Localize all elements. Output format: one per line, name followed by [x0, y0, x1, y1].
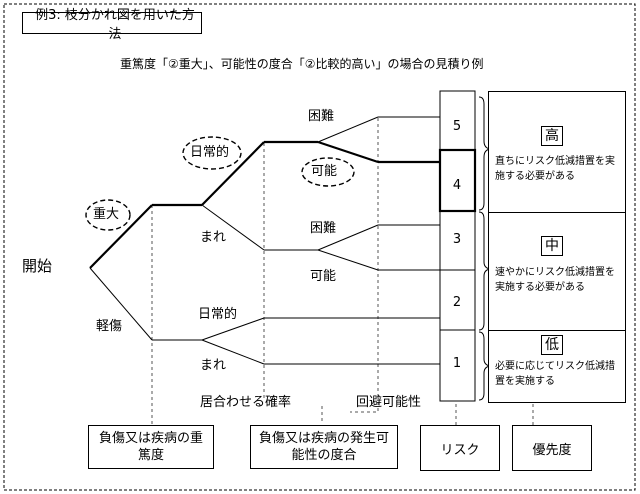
avoidability-label: 回避可能性 [356, 395, 422, 410]
example-title: 例3: 枝分かれ図を用いた方法 [35, 8, 195, 42]
priority-box: 優先度 [512, 425, 592, 471]
risk-level-3: 3 [452, 232, 462, 247]
priority-medium-box: 中 速やかにリスク低減措置を実施する必要がある [488, 212, 626, 332]
avoid-possible-label: 可能 [311, 164, 338, 179]
severity-box: 負傷又は疾病の重篤度 [88, 425, 214, 469]
priority-low-level: 低 [541, 335, 563, 355]
priority-high-description: 直ちにリスク低減措置を実施する必要がある [495, 156, 615, 182]
priority-box-label: 優先度 [532, 442, 572, 458]
severity-box-label: 負傷又は疾病の重篤度 [99, 431, 204, 463]
lower-rare-label: まれ [200, 358, 227, 373]
stage-guides [151, 118, 534, 425]
diagram-subtitle: 重篤度「②重大」、可能性の度合「②比較的高い」の場合の見積り例 [120, 57, 484, 71]
tree-highlight-path [89, 140, 440, 269]
mid-difficult-label: 困難 [310, 221, 337, 236]
severity-major-label: 重大 [93, 207, 120, 222]
priority-low-box: 低 必要に応じてリスク低減措置を実施する [488, 330, 626, 403]
risk-level-1: 1 [452, 356, 462, 371]
risk-level-4: 4 [452, 178, 462, 193]
example-title-box: 例3: 枝分かれ図を用いた方法 [22, 8, 202, 42]
risk-level-2: 2 [452, 295, 462, 310]
risk-level-5: 5 [452, 119, 462, 134]
lower-daily-label: 日常的 [198, 307, 238, 322]
mid-possible-label: 可能 [310, 269, 337, 284]
occurrence-probability-label: 居合わせる確率 [200, 395, 292, 410]
outer-frame [3, 3, 636, 491]
priority-high-level: 高 [541, 126, 563, 146]
tree-branches [89, 116, 440, 365]
likelihood-box-label: 負傷又は疾病の発生可能性の度合 [259, 431, 390, 463]
start-label: 開始 [22, 257, 53, 275]
risk-box: リスク [420, 425, 500, 471]
selection-ellipses [85, 136, 355, 231]
risk-box-label: リスク [440, 442, 480, 458]
priority-low-description: 必要に応じてリスク低減措置を実施する [495, 361, 615, 387]
freq-daily-label: 日常的 [190, 145, 230, 160]
avoid-difficult-label: 困難 [308, 109, 335, 124]
priority-medium-level: 中 [541, 236, 563, 256]
risk-column [438, 90, 477, 402]
priority-high-box: 高 直ちにリスク低減措置を実施する必要がある [488, 91, 626, 214]
likelihood-box: 負傷又は疾病の発生可能性の度合 [250, 425, 398, 469]
severity-minor-label: 軽傷 [96, 319, 123, 334]
priority-medium-description: 速やかにリスク低減措置を実施する必要がある [495, 267, 615, 293]
freq-rare-label: まれ [200, 230, 227, 245]
